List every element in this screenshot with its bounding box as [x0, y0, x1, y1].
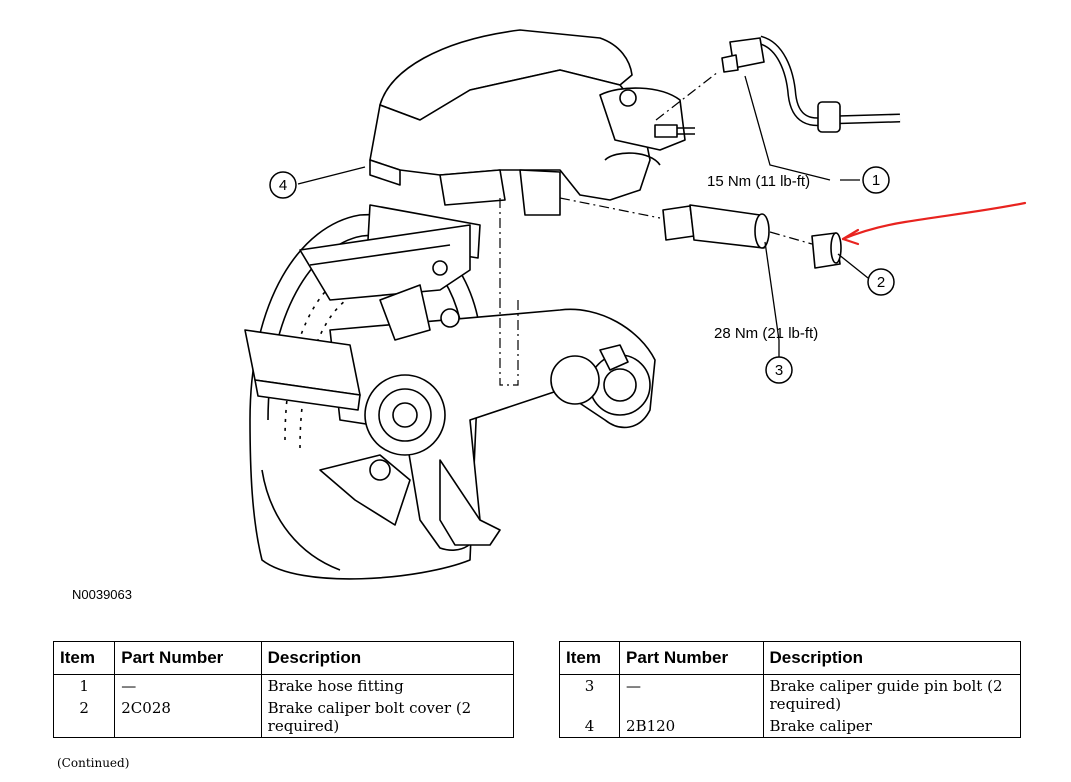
part-number-cell: 2C028	[114, 697, 262, 738]
callout-circle-1	[862, 166, 890, 194]
brake-caliper	[369, 29, 695, 216]
description-cell: Brake caliper guide pin bolt (2 required…	[762, 674, 1022, 715]
table-row: 4 2B120 Brake caliper	[558, 715, 1022, 738]
figure-id: N0039063	[72, 587, 132, 602]
part-number-cell: —	[114, 674, 262, 697]
description-cell: Brake caliper	[762, 715, 1022, 738]
column-header-description: Description	[762, 641, 1022, 675]
pin-alignment-line-2	[769, 231, 813, 245]
leader-line-4	[297, 166, 366, 185]
callout-number-3: 3	[775, 362, 783, 379]
table-row: 1 — Brake hose fitting	[52, 674, 515, 697]
item-cell: 2	[52, 697, 116, 738]
description-cell: Brake caliper bolt cover (2 required)	[260, 697, 515, 738]
parts-table-right: Item Part Number Description 3 — Brake c…	[558, 641, 1022, 738]
torque-label-1: 15 Nm (11 lb-ft)	[707, 173, 810, 190]
steering-knuckle	[319, 308, 656, 551]
leader-line-1	[744, 75, 831, 181]
part-number-cell: —	[619, 674, 764, 715]
leader-line-3	[764, 241, 780, 357]
hose-alignment-line	[655, 71, 719, 121]
callout-circle-3	[765, 356, 793, 384]
description-cell: Brake hose fitting	[260, 674, 515, 697]
brake-hose-fitting	[721, 35, 901, 133]
table-row: 3 — Brake caliper guide pin bolt (2 requ…	[558, 674, 1022, 715]
item-cell: 3	[558, 674, 621, 715]
bracket-alignment-line	[499, 198, 519, 386]
column-header-part-number: Part Number	[619, 641, 764, 675]
parts-table-left: Item Part Number Description 1 — Brake h…	[52, 641, 515, 738]
pin-alignment-line	[559, 197, 661, 219]
column-header-part-number: Part Number	[114, 641, 262, 675]
leader-line-2	[837, 253, 869, 279]
callout-circle-4	[269, 171, 297, 199]
red-annotation-arrow	[841, 201, 1027, 246]
caliper-anchor-bracket	[244, 204, 481, 411]
column-header-description: Description	[260, 641, 515, 675]
brake-caliper-exploded-diagram: 1 2 3 4 15 Nm (11 lb-ft) 28 Nm (21 lb-ft…	[244, 29, 1027, 580]
caliper-bolt-cover	[811, 232, 842, 269]
torque-label-3: 28 Nm (21 lb-ft)	[714, 325, 818, 342]
column-header-item: Item	[558, 641, 621, 675]
callout-number-2: 2	[877, 274, 885, 291]
caliper-guide-pin-bolt	[662, 204, 770, 249]
item-cell: 4	[558, 715, 621, 738]
part-number-cell: 2B120	[619, 715, 764, 738]
item-cell: 1	[52, 674, 116, 697]
column-header-item: Item	[52, 641, 116, 675]
callout-number-4: 4	[279, 177, 287, 194]
callout-number-1: 1	[872, 172, 880, 189]
table-row: 2 2C028 Brake caliper bolt cover (2 requ…	[52, 697, 515, 738]
continued-note: (Continued)	[57, 756, 130, 770]
callout-circle-2	[867, 268, 895, 296]
